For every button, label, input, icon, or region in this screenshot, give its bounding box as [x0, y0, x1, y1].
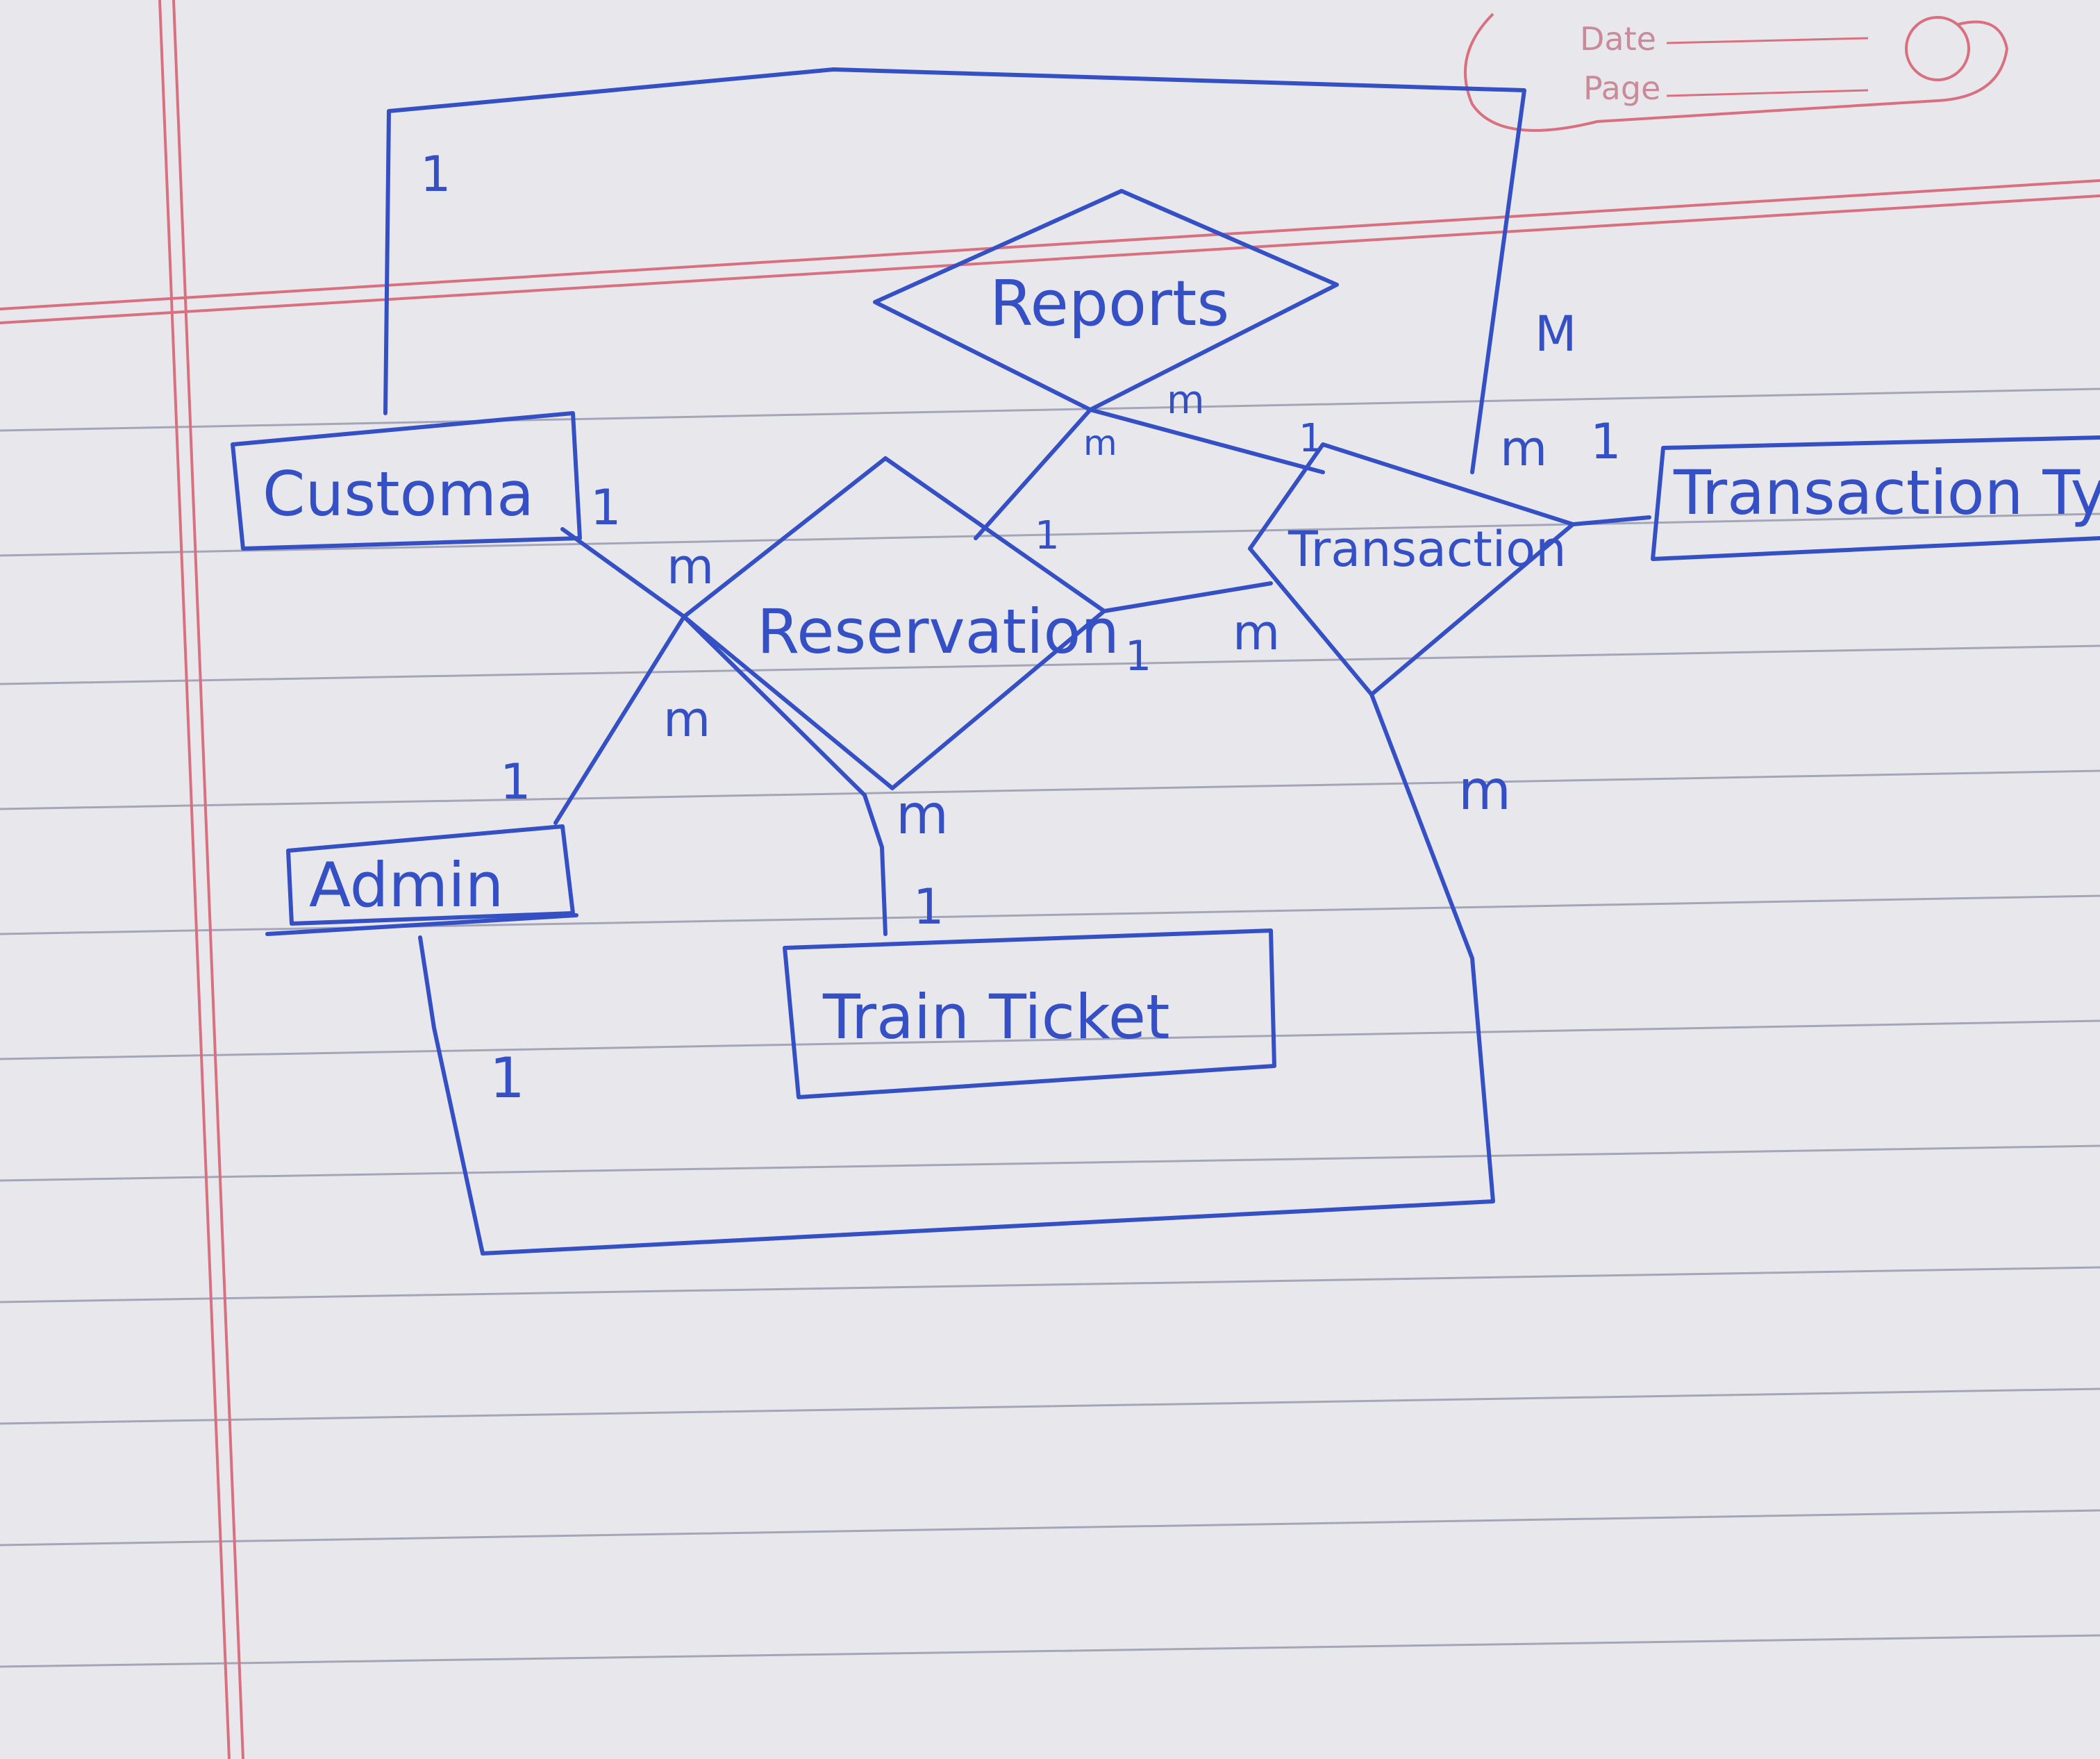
card-reservation-transaction-1: 1 [1125, 632, 1151, 681]
entity-admin [265, 824, 578, 936]
ruled-lines [0, 387, 2100, 1668]
card-reservation-reports-1: 1 [1035, 513, 1060, 558]
card-trainticket-m: m [896, 784, 949, 847]
entity-customer [231, 411, 582, 551]
entity-customer-label: Customa [262, 458, 534, 530]
card-transaction-type-1: 1 [1590, 413, 1622, 470]
relationship-reservation-label: Reservation [757, 596, 1119, 667]
relationship-reports [873, 189, 1339, 412]
reports-reservation-line [974, 408, 1092, 540]
card-reports-m-left: m [1083, 423, 1117, 463]
admin-transaction-loop [418, 692, 1495, 1256]
card-transaction-m: m [1500, 420, 1547, 477]
relationship-transaction [1248, 442, 1575, 697]
card-transaction-from-reservation-m: m [1233, 604, 1280, 661]
card-reports-m-right: m [1167, 378, 1205, 423]
customer-transaction-loop [383, 67, 1526, 474]
card-customer-reservation-1: 1 [590, 479, 622, 536]
relationship-reports-label: Reports [990, 267, 1229, 340]
transaction-type-line [1571, 515, 1651, 526]
card-transaction-bottom-m: m [1458, 760, 1511, 822]
trainticket-link [862, 793, 888, 936]
relationship-reservation [682, 456, 1106, 790]
reports-transaction-line [1088, 408, 1325, 474]
card-reservation-left-m: m [663, 691, 710, 748]
date-label: Date [1580, 20, 1656, 58]
card-admin-1: 1 [500, 753, 531, 810]
entity-transaction-type-label: Transaction Typ [1673, 457, 2100, 528]
entity-transaction-type [1651, 435, 2100, 561]
card-reports-transaction-1: 1 [1299, 416, 1324, 461]
reservation-trainticket-line [682, 615, 867, 797]
card-transaction-top-m: M [1535, 306, 1576, 362]
connectors [383, 67, 1651, 1256]
entity-train-ticket [783, 928, 1276, 1099]
page-label: Page [1583, 69, 1660, 107]
card-trainticket-1: 1 [913, 878, 944, 935]
entity-admin-label: Admin [309, 849, 503, 921]
reservation-transaction-line [1102, 581, 1273, 613]
cardinality-labels: 1 1 m m 1 1 m 1 m m 1 1 1 m M m 1 m [420, 146, 1622, 1110]
admin-reservation-line [553, 615, 686, 825]
entity-train-ticket-label: Train Ticket [822, 981, 1169, 1053]
card-customer-top: 1 [420, 146, 451, 203]
customer-reservation-line [560, 527, 686, 619]
card-customer-reservation-m: m [667, 538, 714, 595]
card-admin-bottom-1: 1 [490, 1046, 525, 1110]
relationship-transaction-label: Transaction [1288, 521, 1566, 578]
